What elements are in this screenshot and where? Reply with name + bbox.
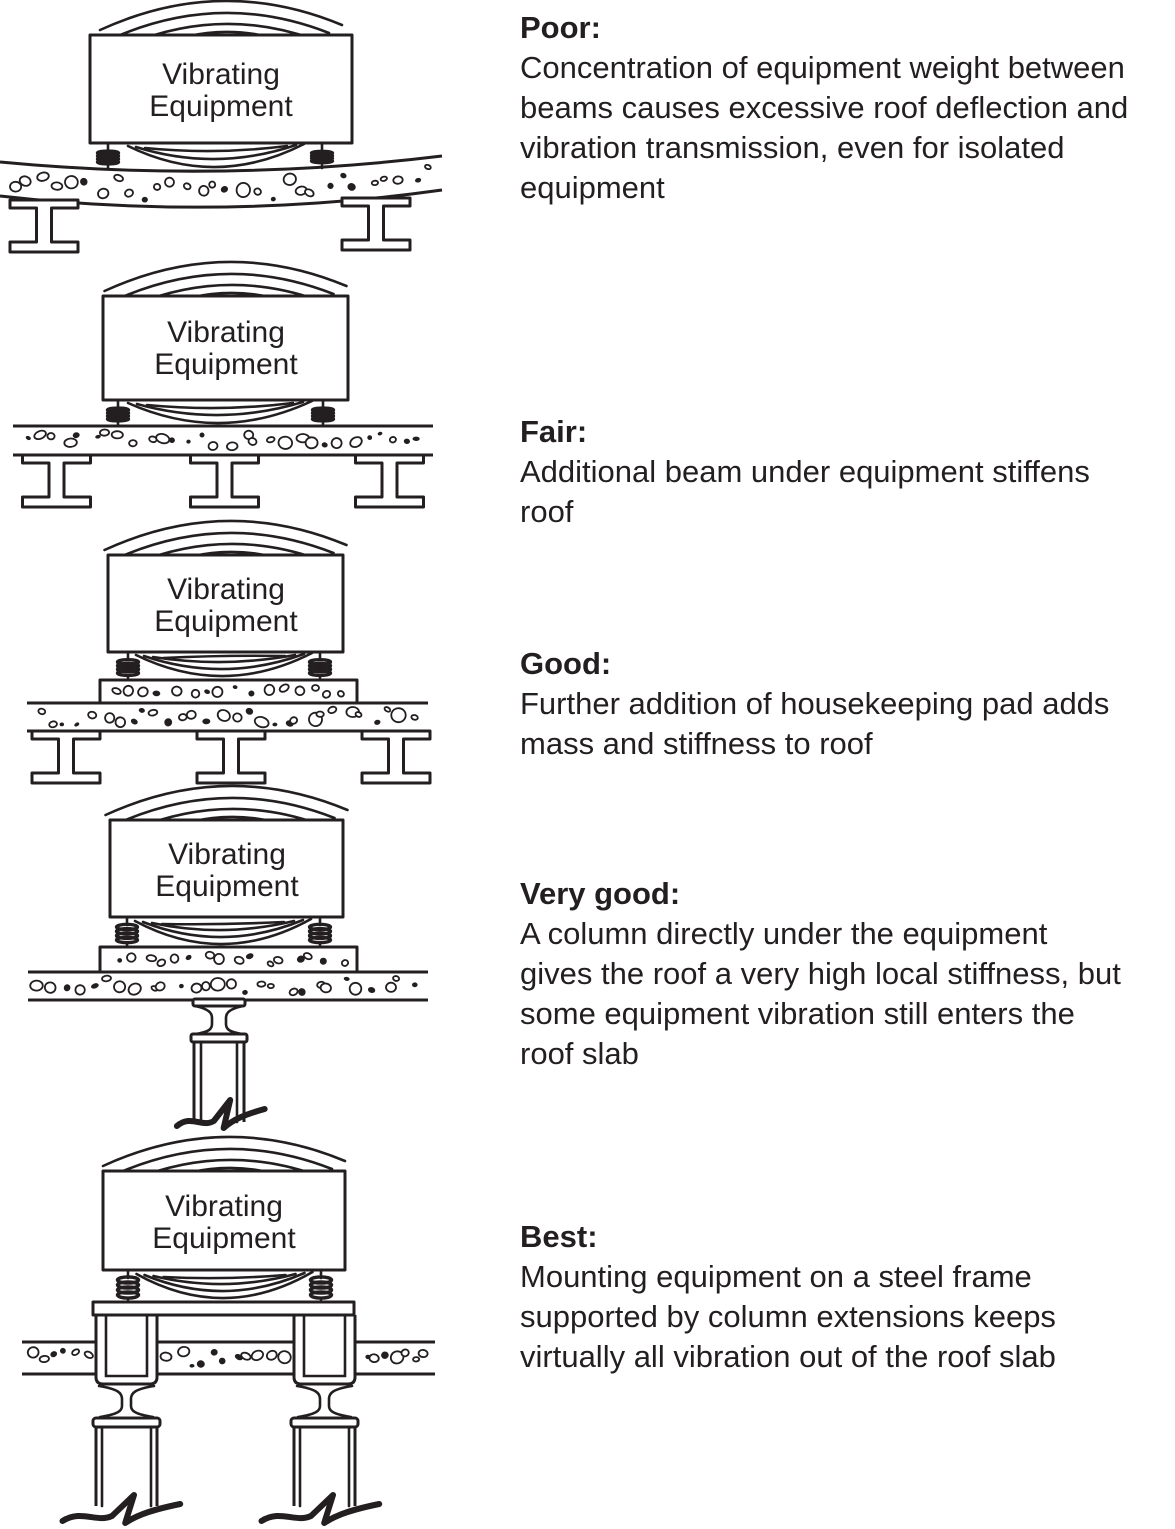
caption-line: mass and stiffness to roof (520, 726, 873, 761)
caption-title: Good: (520, 646, 612, 681)
equipment-label-line2: Equipment (155, 870, 299, 903)
equipment-label-line2: Equipment (154, 605, 298, 638)
caption-line: equipment (520, 170, 665, 205)
equipment-label-line1: Vibrating (165, 1190, 283, 1223)
caption-line: beams causes excessive roof deflection a… (520, 90, 1129, 125)
diagram-best: Vibrating Equipment (22, 1135, 435, 1526)
caption-line: roof (520, 494, 574, 529)
caption-title: Best: (520, 1219, 598, 1254)
caption-line: some equipment vibration still enters th… (520, 996, 1075, 1031)
caption-good: Good: Further addition of housekeeping p… (520, 644, 1109, 764)
caption-title: Fair: (520, 414, 588, 449)
caption-title: Very good: (520, 876, 681, 911)
caption-best: Best: Mounting equipment on a steel fram… (520, 1217, 1056, 1377)
caption-line: Concentration of equipment weight betwee… (520, 50, 1125, 85)
equipment-label-line2: Equipment (152, 1222, 296, 1255)
diagram-poor: Vibrating Equipment (0, 0, 443, 254)
diagram-very-good: Vibrating Equipment (28, 784, 428, 1131)
caption-line: vibration transmission, even for isolate… (520, 130, 1065, 165)
caption-line: Further addition of housekeeping pad add… (520, 686, 1110, 721)
caption-poor: Poor: Concentration of equipment weight … (520, 8, 1128, 208)
caption-fair: Fair: Additional beam under equipment st… (520, 412, 1090, 532)
diagram-very-good-art (28, 784, 428, 1131)
equipment-label-line1: Vibrating (167, 316, 285, 349)
equipment-label-line2: Equipment (154, 348, 298, 381)
caption-very-good: Very good: A column directly under the e… (520, 874, 1121, 1074)
caption-line: A column directly under the equipment (520, 916, 1048, 951)
caption-line: gives the roof a very high local stiffne… (520, 956, 1121, 991)
diagram-fair: Vibrating Equipment (13, 260, 433, 509)
diagram-best-art (22, 1135, 435, 1526)
diagram-poor-art (0, 0, 443, 254)
caption-line: virtually all vibration out of the roof … (520, 1339, 1056, 1374)
equipment-label-line1: Vibrating (168, 838, 286, 871)
diagram-fair-art (13, 260, 433, 509)
diagram-good: Vibrating Equipment (27, 519, 432, 785)
equipment-label-line1: Vibrating (167, 573, 285, 606)
caption-line: supported by column extensions keeps (520, 1299, 1056, 1334)
caption-title: Poor: (520, 10, 601, 45)
caption-line: Mounting equipment on a steel frame (520, 1259, 1032, 1294)
equipment-label-line2: Equipment (149, 90, 293, 123)
diagram-good-art (27, 519, 432, 785)
equipment-label-line1: Vibrating (162, 58, 280, 91)
caption-line: roof slab (520, 1036, 639, 1071)
caption-line: Additional beam under equipment stiffens (520, 454, 1090, 489)
